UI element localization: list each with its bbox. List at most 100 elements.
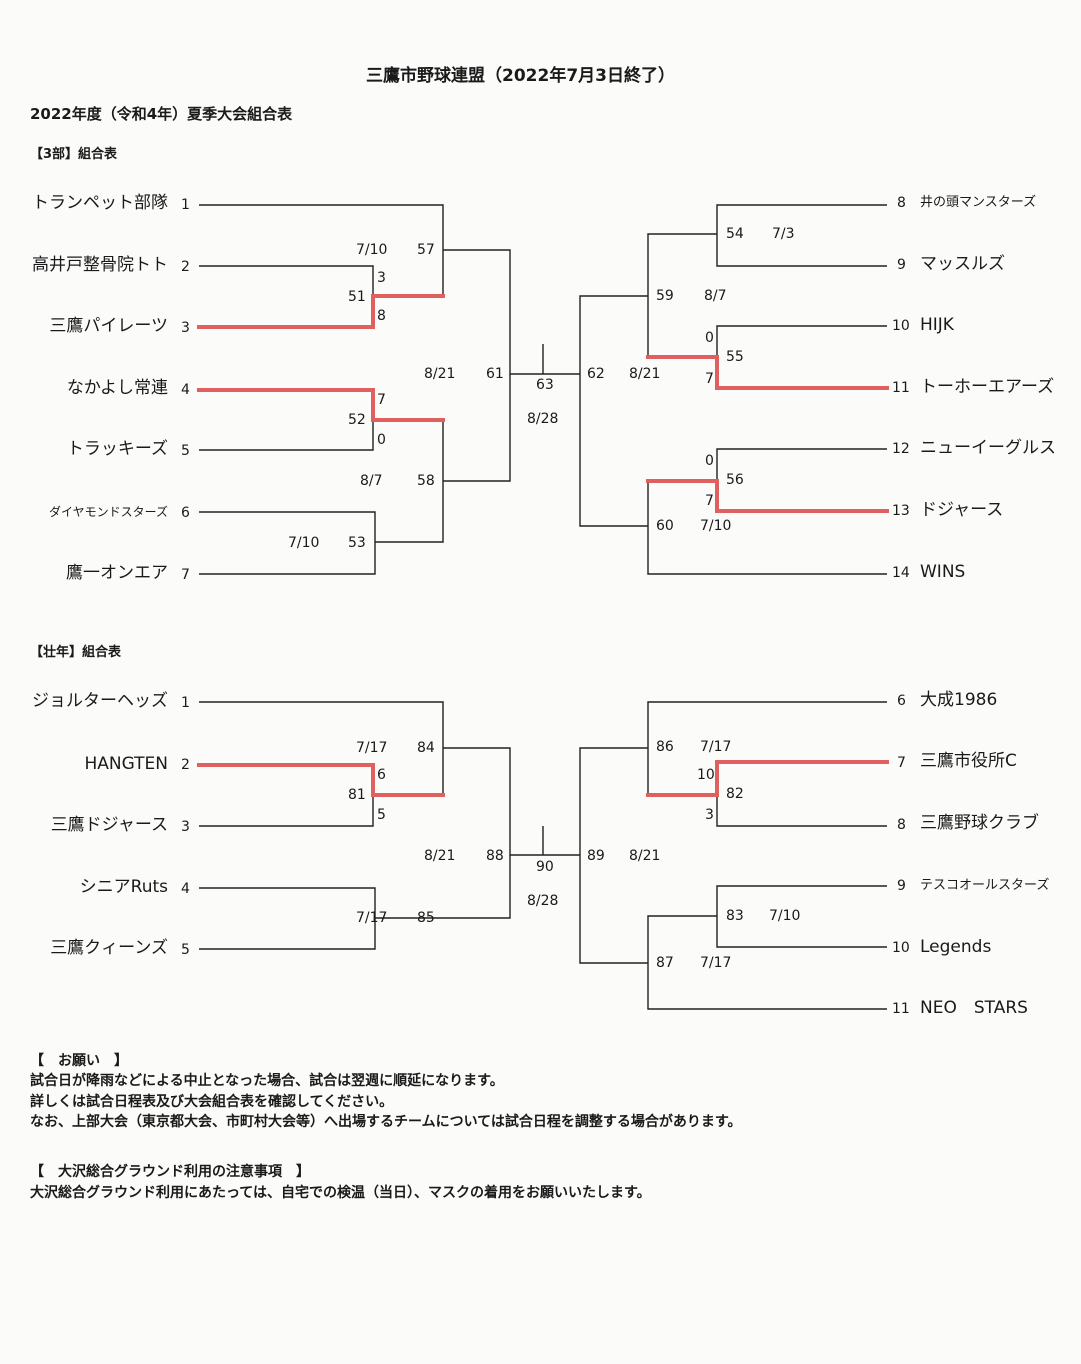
team-seed: 5 xyxy=(181,942,190,958)
team-seed: 6 xyxy=(897,693,906,709)
team-name: NEO STARS xyxy=(920,998,1028,1018)
game-number: 89 xyxy=(587,848,605,864)
game-number: 53 xyxy=(348,535,366,551)
game-date: 7/10 xyxy=(700,518,732,534)
score: 0 xyxy=(377,432,386,448)
score: 3 xyxy=(705,807,714,823)
request-line: 試合日が降雨などによる中止となった場合、試合は翌週に順延になります。 xyxy=(30,1073,504,1089)
game-date: 7/10 xyxy=(769,908,801,924)
team-name: 三鷹クィーンズ xyxy=(50,938,168,958)
game-date: 7/17 xyxy=(356,740,388,756)
game-number: 85 xyxy=(417,910,435,926)
game-date: 8/21 xyxy=(629,848,661,864)
game-number: 83 xyxy=(726,908,744,924)
team-seed: 10 xyxy=(892,940,910,956)
game-date: 8/7 xyxy=(360,473,383,489)
team-seed: 11 xyxy=(892,380,910,396)
game-date: 8/21 xyxy=(424,848,456,864)
team-name: HANGTEN xyxy=(84,754,168,774)
team-seed: 4 xyxy=(181,881,190,897)
team-seed: 13 xyxy=(892,503,910,519)
game-number: 84 xyxy=(417,740,435,756)
page-title: 三鷹市野球連盟（2022年7月3日終了） xyxy=(366,66,675,86)
final-game-date: 8/28 xyxy=(527,411,559,427)
team-seed: 12 xyxy=(892,441,910,457)
game-number: 51 xyxy=(348,289,366,305)
team-seed: 2 xyxy=(181,757,190,773)
game-number: 57 xyxy=(417,242,435,258)
team-seed: 3 xyxy=(181,819,190,835)
game-number: 81 xyxy=(348,787,366,803)
team-name: ニューイーグルス xyxy=(920,438,1056,458)
score: 3 xyxy=(377,270,386,286)
game-date: 8/21 xyxy=(629,366,661,382)
score: 8 xyxy=(377,308,386,324)
team-name: テスコオールスターズ xyxy=(920,878,1050,893)
game-number: 60 xyxy=(656,518,674,534)
game-date: 8/21 xyxy=(424,366,456,382)
team-seed: 6 xyxy=(181,505,190,521)
request-line: なお、上部大会（東京都大会、市町村大会等）へ出場するチームについては試合日程を調… xyxy=(30,1114,742,1130)
team-name: 三鷹パイレーツ xyxy=(49,316,168,336)
team-name: ジョルターヘッズ xyxy=(32,691,168,711)
team-name: トランペット部隊 xyxy=(32,193,168,213)
ground-line: 大沢総合グラウンド利用にあたっては、自宅での検温（当日）、マスクの着用をお願いい… xyxy=(30,1185,651,1201)
score: 7 xyxy=(377,392,386,408)
game-date: 7/10 xyxy=(288,535,320,551)
game-number: 54 xyxy=(726,226,744,242)
game-date: 7/17 xyxy=(700,739,732,755)
page-subtitle: 2022年度（令和4年）夏季大会組合表 xyxy=(30,105,293,123)
team-name: WINS xyxy=(920,562,966,582)
score: 6 xyxy=(377,767,386,783)
team-seed: 10 xyxy=(892,318,910,334)
final-game-number: 90 xyxy=(536,859,554,875)
team-name: 鷹一オンエア xyxy=(66,563,168,583)
request-title: 【 お願い 】 xyxy=(30,1053,128,1069)
game-number: 87 xyxy=(656,955,674,971)
team-name: マッスルズ xyxy=(920,254,1005,274)
section-label-senior: 【壮年】組合表 xyxy=(30,645,122,660)
team-seed: 9 xyxy=(897,257,906,273)
score: 7 xyxy=(705,493,714,509)
game-number: 82 xyxy=(726,786,744,802)
game-number: 55 xyxy=(726,349,744,365)
game-date: 7/10 xyxy=(356,242,388,258)
team-seed: 7 xyxy=(897,755,906,771)
team-seed: 8 xyxy=(897,195,906,211)
score: 7 xyxy=(705,371,714,387)
team-seed: 1 xyxy=(181,695,190,711)
score: 10 xyxy=(697,767,715,783)
team-seed: 5 xyxy=(181,443,190,459)
game-number: 86 xyxy=(656,739,674,755)
game-date: 8/7 xyxy=(704,288,727,304)
team-name: Legends xyxy=(920,937,992,957)
team-seed: 14 xyxy=(892,565,910,581)
team-name: トーホーエアーズ xyxy=(920,377,1055,397)
team-name: 大成1986 xyxy=(920,690,998,710)
game-number: 52 xyxy=(348,412,366,428)
team-seed: 4 xyxy=(181,382,190,398)
game-date: 7/17 xyxy=(700,955,732,971)
score: 5 xyxy=(377,807,386,823)
section-label-div3: 【3部】組合表 xyxy=(30,147,118,162)
team-name: 三鷹市役所C xyxy=(920,751,1017,771)
team-seed: 3 xyxy=(181,320,190,336)
team-name: トラッキーズ xyxy=(66,439,168,459)
team-seed: 7 xyxy=(181,567,190,583)
game-number: 59 xyxy=(656,288,674,304)
game-date: 7/3 xyxy=(772,226,795,242)
team-seed: 9 xyxy=(897,878,906,894)
team-name: 高井戸整骨院トト xyxy=(32,255,168,275)
team-name: ダイヤモンドスターズ xyxy=(48,505,168,519)
request-line: 詳しくは試合日程表及び大会組合表を確認してください。 xyxy=(30,1094,394,1110)
team-name: 三鷹野球クラブ xyxy=(920,813,1039,833)
game-number: 62 xyxy=(587,366,605,382)
score: 0 xyxy=(705,453,714,469)
game-date: 7/17 xyxy=(356,910,388,926)
final-game-number: 63 xyxy=(536,377,554,393)
team-seed: 11 xyxy=(892,1001,910,1017)
ground-title: 【 大沢総合グラウンド利用の注意事項 】 xyxy=(30,1164,310,1180)
team-name: なかよし常連 xyxy=(66,378,168,398)
game-number: 56 xyxy=(726,472,744,488)
